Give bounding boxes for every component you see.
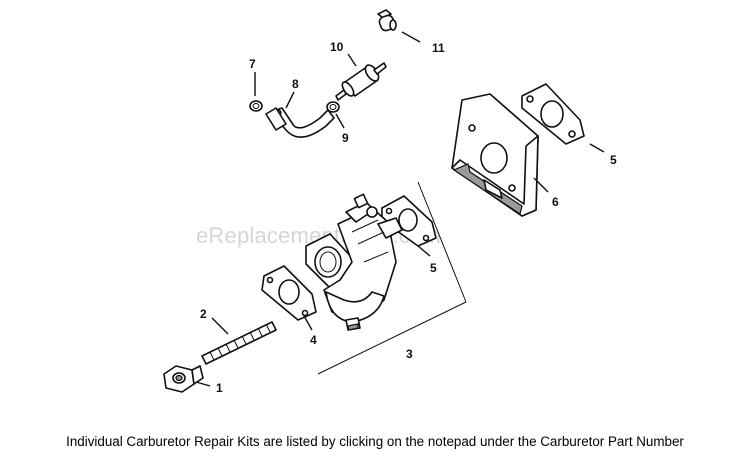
part-3-carburetor[interactable]	[305, 181, 467, 375]
callout-5-upper: 5	[610, 153, 617, 167]
callout-7: 7	[249, 57, 256, 71]
callout-3: 3	[406, 347, 413, 361]
part-5-gasket-upper[interactable]	[521, 83, 585, 145]
callout-6: 6	[552, 195, 559, 209]
part-11-clamp[interactable]	[377, 9, 397, 32]
part-8-fuel-line[interactable]	[265, 107, 335, 138]
part-2-stud[interactable]	[201, 321, 277, 365]
part-4-gasket-lower[interactable]	[261, 265, 317, 321]
callout-10: 10	[330, 40, 344, 54]
callout-11: 11	[432, 41, 445, 55]
carburetor-repair-kit-note: Individual Carburetor Repair Kits are li…	[66, 434, 684, 449]
callout-2: 2	[200, 307, 207, 321]
callout-1: 1	[216, 381, 223, 395]
part-1-nut[interactable]	[163, 365, 204, 393]
leader-lines	[195, 31, 605, 387]
callout-5-middle: 5	[430, 261, 437, 275]
callout-8: 8	[292, 77, 299, 91]
part-9-clamp[interactable]	[326, 101, 340, 113]
part-10-fuel-filter[interactable]	[335, 62, 387, 101]
callout-4: 4	[310, 333, 317, 347]
callout-9: 9	[342, 131, 349, 145]
part-7-clamp[interactable]	[249, 100, 263, 112]
part-6-air-cleaner-base[interactable]	[451, 93, 539, 217]
